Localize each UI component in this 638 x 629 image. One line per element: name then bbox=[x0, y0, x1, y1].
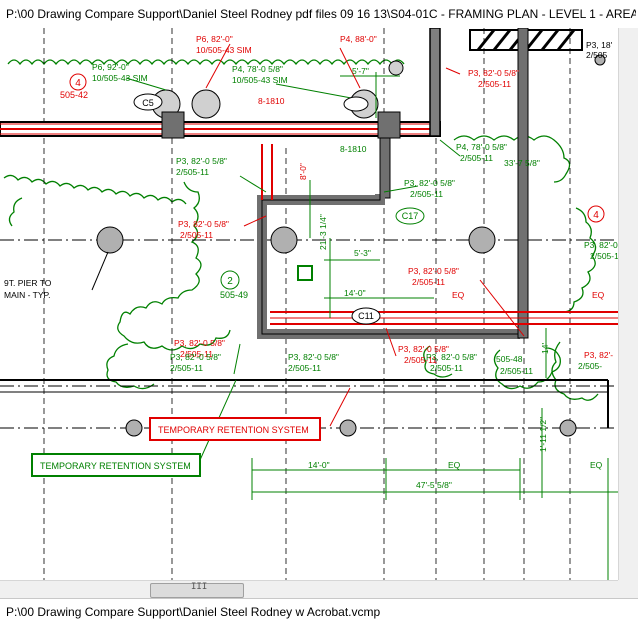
retention-label-red: TEMPORARY RETENTION SYSTEM bbox=[158, 425, 309, 435]
status-bar: P:\00 Drawing Compare Support\Daniel Ste… bbox=[0, 598, 638, 629]
scroll-corner bbox=[618, 580, 638, 598]
grid-label-c5: C5 bbox=[142, 98, 154, 108]
callout-p3-far-right-sub: 2/505 bbox=[586, 50, 608, 60]
dim-eq-c: EQ bbox=[448, 460, 461, 470]
framing-plan-drawing[interactable]: C5 C17 C11 4 505-42 4 2 505-49 P6, 82'-0… bbox=[0, 28, 618, 580]
window-title: P:\00 Drawing Compare Support\Daniel Ste… bbox=[6, 7, 636, 21]
callout-p3-far-right-c: P3, 82'- bbox=[584, 350, 613, 360]
callout-p3-low-a: P3, 82'-0 5/8" bbox=[174, 338, 225, 348]
dim-eq-a: EQ bbox=[452, 290, 465, 300]
horizontal-scroll-thumb[interactable]: III bbox=[150, 582, 244, 598]
grid-label-2: 2 bbox=[227, 276, 233, 287]
callout-p3-far-right-b: P3, 82'-0 5/8" bbox=[584, 240, 618, 250]
callout-p6-left-sub: 10/505-43 SIM bbox=[92, 73, 148, 83]
dim-8-0: 8'-0" bbox=[298, 163, 308, 180]
callout-p3-low-e: P3, 82'-0 5/8" bbox=[426, 352, 477, 362]
callout-p3-low-d: P3, 82'-0 5/8" bbox=[398, 344, 449, 354]
beam-label-b: 8-1810 bbox=[340, 144, 367, 154]
drawing-canvas[interactable]: C5 C17 C11 4 505-42 4 2 505-49 P6, 82'-0… bbox=[0, 28, 618, 580]
dim-14-0-b: 14'-0" bbox=[308, 460, 330, 470]
dim-5-3: 5'-3" bbox=[354, 248, 371, 258]
scroll-grip: III bbox=[191, 582, 208, 592]
grid-label-4-right: 4 bbox=[593, 210, 599, 221]
window-title-bar: P:\00 Drawing Compare Support\Daniel Ste… bbox=[0, 0, 638, 29]
pier-note-line2: MAIN - TYP. bbox=[4, 290, 50, 300]
callout-p4-mid-sub: 10/505-43 SIM bbox=[232, 75, 288, 85]
dim-1-11: 1'-11 1/2" bbox=[538, 417, 548, 452]
dim-5-7: 5'-7" bbox=[352, 66, 369, 76]
callout-p3-far-right-b-sub: 2/505-11 bbox=[590, 251, 618, 261]
grid-label-2-sub: 505-49 bbox=[220, 290, 248, 300]
horizontal-scrollbar[interactable]: III bbox=[0, 580, 618, 599]
callout-p3-mid-b: P3, 82'-0 5/8" bbox=[404, 178, 455, 188]
dim-33-7: 33'-7 5/8" bbox=[504, 158, 540, 168]
grid-label-4-sub: 505-42 bbox=[60, 90, 88, 100]
callout-p3-right-top-sub: 2/505-11 bbox=[478, 79, 511, 89]
grid-bubbles: C5 C17 C11 4 505-42 4 2 505-49 bbox=[60, 73, 605, 325]
callout-p4-right: P4, 78'-0 5/8" bbox=[456, 142, 507, 152]
callout-p3-left: P3, 82'-0 5/8" bbox=[178, 219, 229, 229]
grid-label-c17: C17 bbox=[402, 211, 419, 221]
beam-label-a: 8-1810 bbox=[258, 96, 285, 106]
tag-505-11: 2/505-11 bbox=[500, 366, 533, 376]
callout-p3-low-c: P3, 82'-0 5/8" bbox=[288, 352, 339, 362]
retention-labels: TEMPORARY RETENTION SYSTEM TEMPORARY RET… bbox=[31, 417, 321, 477]
dim-14: 14' bbox=[540, 343, 550, 354]
callout-p4-top: P4, 88'-0" bbox=[340, 34, 377, 44]
callout-p3-low-d-sub: 2/505-11 bbox=[404, 355, 437, 365]
callout-p4-right-sub: 2/505-11 bbox=[460, 153, 493, 163]
callout-p3-low-a-sub: 2/505-11 bbox=[180, 349, 213, 359]
dim-14-0: 14'-0" bbox=[344, 288, 366, 298]
callout-p6-top-sub: 10/505-43 SIM bbox=[196, 45, 252, 55]
callout-p3-mid-b-sub: 2/505-11 bbox=[410, 189, 443, 199]
callout-p3-far-right: P3, 18' bbox=[586, 40, 613, 50]
callout-p3-red-mid: P3, 82'-0 5/8" bbox=[408, 266, 459, 276]
retention-label-green: TEMPORARY RETENTION SYSTEM bbox=[40, 461, 191, 471]
dim-21-3: 21'-3 1/4" bbox=[318, 214, 328, 250]
pier-note-line1: 9T. PIER TO bbox=[4, 278, 52, 288]
dim-47-5: 47'-5 5/8" bbox=[416, 480, 452, 490]
callout-p3-low-b: P3, 82'-0 5/8" bbox=[170, 352, 221, 362]
dim-eq-b: EQ bbox=[592, 290, 605, 300]
callout-p6-left: P6, 92'-0" bbox=[92, 62, 129, 72]
callout-p3-red-mid-sub: 2/505-11 bbox=[412, 277, 445, 287]
dim-eq-d: EQ bbox=[590, 460, 603, 470]
callout-p6-top: P6, 82'-0" bbox=[196, 34, 233, 44]
tag-505-48: 505-48 bbox=[496, 354, 523, 364]
callout-p3-right-top: P3, 82'-0 5/8" bbox=[468, 68, 519, 78]
grid-label-4: 4 bbox=[75, 78, 81, 89]
column-lines bbox=[43, 28, 571, 580]
callout-p3-low-c-sub: 2/505-11 bbox=[288, 363, 321, 373]
main-beams bbox=[0, 28, 618, 428]
callout-p3-mid-a-sub: 2/505-11 bbox=[176, 167, 209, 177]
callout-p4-mid: P4, 78'-0 5/8" bbox=[232, 64, 283, 74]
callout-p3-low-b-sub: 2/505-11 bbox=[170, 363, 203, 373]
green-revision-clouds bbox=[3, 59, 599, 401]
status-path: P:\00 Drawing Compare Support\Daniel Ste… bbox=[6, 605, 381, 619]
callout-p3-mid-a: P3, 82'-0 5/8" bbox=[176, 156, 227, 166]
callout-p3-low-e-sub: 2/505-11 bbox=[430, 363, 463, 373]
callout-p3-far-right-c-sub: 2/505- bbox=[578, 361, 602, 371]
vertical-scrollbar[interactable] bbox=[618, 28, 638, 580]
grid-label-c11: C11 bbox=[358, 311, 374, 321]
callout-p3-left-sub: 2/505-11 bbox=[180, 230, 213, 240]
